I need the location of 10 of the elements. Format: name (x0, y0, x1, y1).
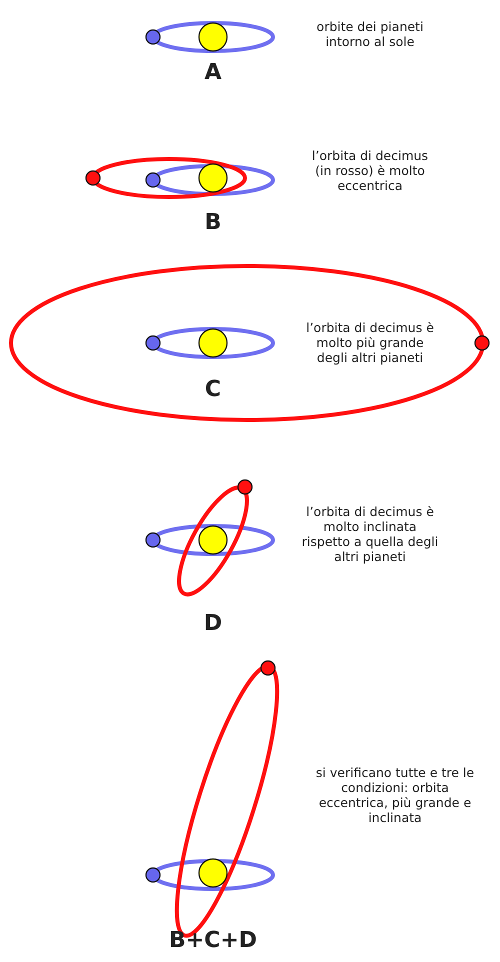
panel-label: A (204, 60, 222, 85)
description-text: si verificano tutte e tre le condizioni: orbita eccentrica, più grande e inclinata (314, 765, 476, 825)
panel-label: B (204, 210, 222, 235)
panel-label: C (204, 377, 222, 402)
description-text: l’orbita di decimus (in rosso) è molto eccentrica (310, 148, 430, 193)
description-text: l’orbita di decimus è molto inclinata rispetto a quella degli altri pianeti (300, 504, 440, 564)
panel-label: D (204, 611, 222, 636)
panel-label: B+C+D (168, 928, 258, 953)
description-text: orbite dei pianeti intorno al sole (316, 19, 424, 49)
description-text: l’orbita di decimus è molto più grande degli altri pianeti (305, 320, 435, 365)
